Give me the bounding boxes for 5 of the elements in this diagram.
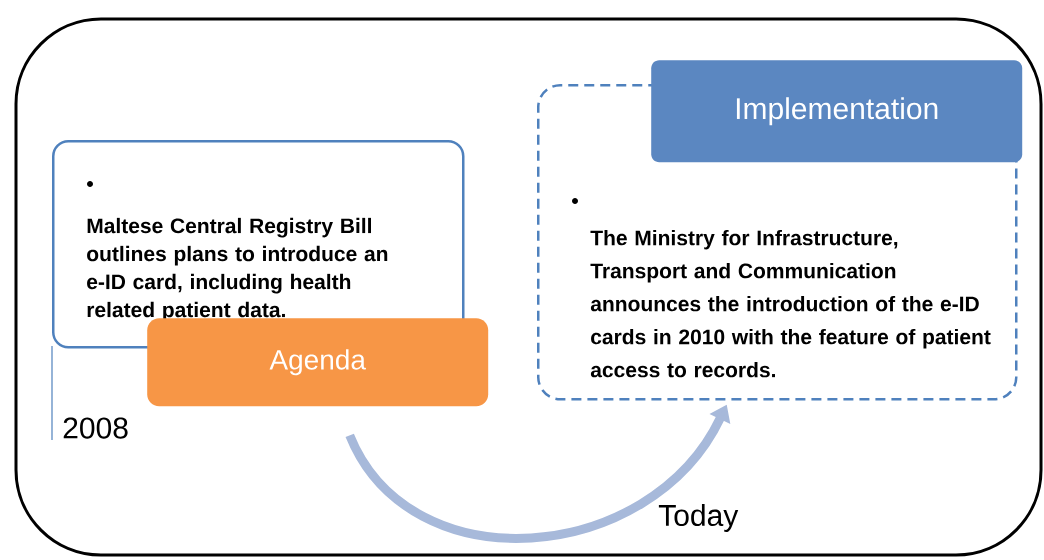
timeline-label: Today bbox=[658, 504, 739, 532]
timeline-label: 2008 bbox=[63, 417, 128, 439]
text-box: Maltese Central Registry Bill outlines plans to introduce an e-ID card, including health related patient data. bbox=[52, 140, 465, 349]
stage-header: Implementation bbox=[651, 60, 1023, 163]
stage-header: Agenda bbox=[147, 318, 489, 407]
